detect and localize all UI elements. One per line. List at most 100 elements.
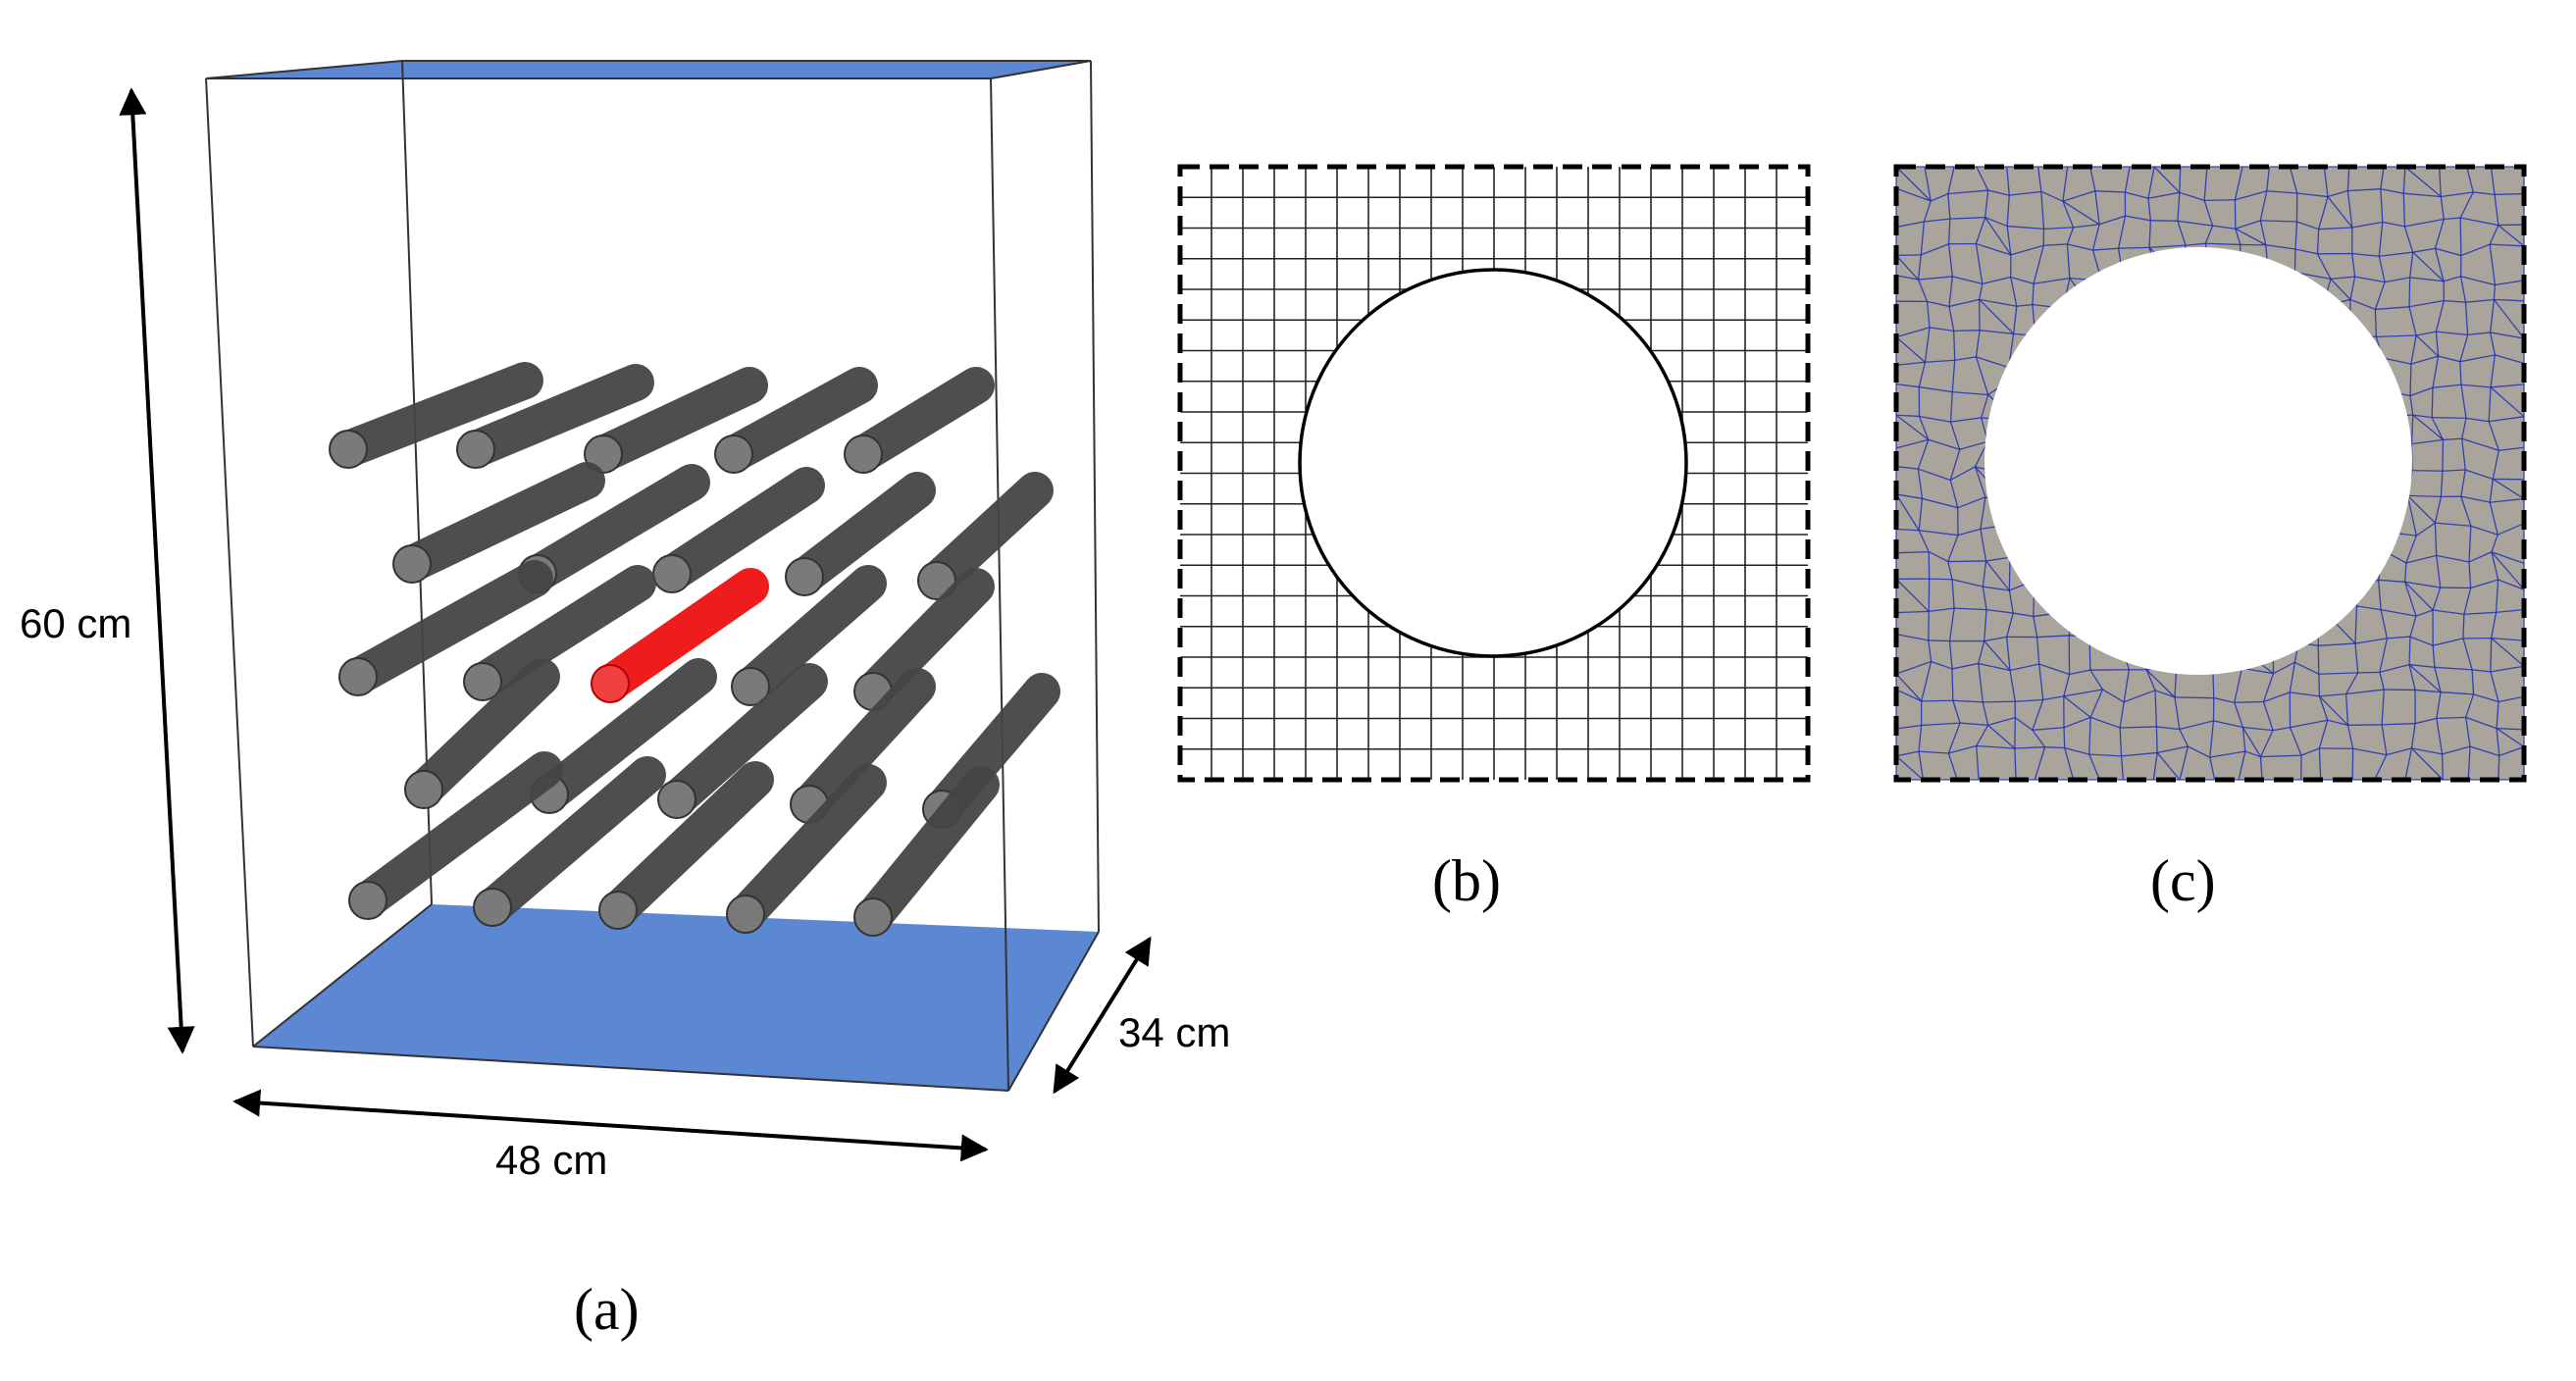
depth-label: 34 cm xyxy=(1118,1009,1230,1055)
mesh-edge xyxy=(2490,332,2525,339)
mesh-edge xyxy=(2123,690,2156,703)
mesh-edge xyxy=(1895,254,1922,257)
mesh-edge xyxy=(1918,725,1923,752)
cylinder-hole xyxy=(1298,268,1688,658)
rod xyxy=(731,565,887,706)
mesh-edge xyxy=(2409,364,2412,396)
mesh-edge xyxy=(2438,355,2460,363)
mesh-edge xyxy=(2499,745,2525,757)
mesh-edge xyxy=(2374,754,2388,781)
mesh-edge xyxy=(1924,166,1932,202)
rod xyxy=(473,756,666,927)
mesh-edge xyxy=(2498,695,2525,703)
mesh-edge xyxy=(1951,662,1979,670)
mesh-edge xyxy=(2117,216,2127,249)
mesh-edge xyxy=(1974,466,1986,498)
mesh-edge xyxy=(1928,551,1949,563)
mesh-edge xyxy=(2405,554,2437,564)
bottom-plate xyxy=(253,904,1099,1091)
mesh-edge xyxy=(2499,446,2525,451)
mesh-edge xyxy=(1895,187,1932,202)
mesh-edge xyxy=(1895,610,1930,614)
mesh-edge xyxy=(2234,166,2243,200)
mesh-edge xyxy=(2493,299,2525,339)
mesh-edge xyxy=(1931,660,1953,670)
mesh-edge xyxy=(2147,191,2180,199)
mesh-edge xyxy=(1982,587,1987,610)
mesh-edge xyxy=(2436,555,2442,588)
mesh-edge xyxy=(2145,669,2176,698)
mesh-edge xyxy=(2489,225,2499,245)
mesh-edge xyxy=(2381,608,2417,617)
mesh-edge xyxy=(2356,605,2382,611)
mesh-edge xyxy=(1918,498,1924,531)
mesh-edge xyxy=(2012,306,2018,334)
mesh-edge xyxy=(2459,191,2474,219)
mesh-edge xyxy=(1895,755,1924,781)
mesh-edge xyxy=(2432,416,2467,420)
top-plate xyxy=(206,61,1091,78)
mesh-edge xyxy=(2174,696,2181,730)
mesh-edge xyxy=(2124,166,2131,193)
mesh-edge xyxy=(2441,191,2474,198)
mesh-edge xyxy=(2460,276,2496,286)
mesh-edge xyxy=(2498,579,2525,590)
mesh-edge xyxy=(2412,247,2436,253)
mesh-edge xyxy=(1987,716,2016,726)
mesh-edge xyxy=(1978,663,1984,702)
mesh-edge xyxy=(1895,750,1920,757)
mesh-edge xyxy=(2177,192,2181,222)
mesh-edge xyxy=(2379,638,2389,673)
mesh-edge xyxy=(2490,166,2496,195)
mesh-edge xyxy=(2062,190,2096,202)
mesh-edge xyxy=(1975,243,1984,284)
mesh-edge xyxy=(2496,728,2525,748)
mesh-edge xyxy=(2467,746,2471,781)
mesh-edge xyxy=(2380,188,2404,194)
mesh-edge xyxy=(2488,421,2499,451)
mesh-edge xyxy=(2489,479,2494,503)
mesh-edge xyxy=(2496,701,2499,729)
mesh-edge xyxy=(2067,243,2093,251)
mesh-edge xyxy=(2327,196,2353,229)
mesh-edge xyxy=(1951,360,1956,392)
mesh-edge xyxy=(2493,284,2497,300)
mesh-edge xyxy=(2273,661,2295,675)
mesh-edge xyxy=(2498,224,2525,227)
mesh-edge xyxy=(2468,526,2472,562)
mesh-edge xyxy=(2444,217,2461,221)
mesh-edge xyxy=(1984,636,2007,642)
mesh-edge xyxy=(2088,717,2091,755)
mesh-edge xyxy=(2272,726,2291,732)
mesh-edge xyxy=(2259,220,2267,245)
mesh-edge xyxy=(2415,609,2434,617)
mesh-edge xyxy=(1953,331,1956,361)
mesh-edge xyxy=(2377,580,2382,610)
mesh-edge xyxy=(2441,753,2444,781)
mesh-edge xyxy=(2316,253,2332,280)
mesh-edge xyxy=(2235,229,2241,245)
mesh-edge xyxy=(1983,586,2010,591)
cylinder-hole xyxy=(1984,247,2412,675)
mesh-edge xyxy=(2460,495,2472,527)
mesh-edge xyxy=(2435,247,2462,257)
mesh-edge xyxy=(2434,248,2445,281)
rod xyxy=(392,462,605,584)
mesh-edge xyxy=(2403,226,2414,253)
mesh-edge xyxy=(1920,221,1926,255)
mesh-edge xyxy=(2410,723,2416,749)
mesh-edge xyxy=(1951,579,1955,609)
mesh-edge xyxy=(1984,189,1989,218)
mesh-edge xyxy=(2089,669,2104,690)
rod xyxy=(917,472,1054,600)
mesh-edge xyxy=(1895,414,1930,440)
mesh-edge xyxy=(2462,614,2465,639)
mesh-edge xyxy=(2387,636,2410,639)
mesh-edge xyxy=(2185,242,2206,246)
mesh-edge xyxy=(2412,469,2443,472)
mesh-edge xyxy=(2266,166,2271,191)
mesh-edge xyxy=(2490,384,2525,388)
mesh-edge xyxy=(2406,495,2417,537)
mesh-edge xyxy=(2496,608,2525,614)
